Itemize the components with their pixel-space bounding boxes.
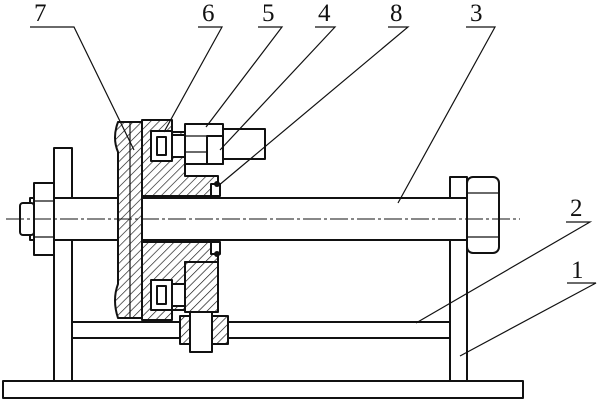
label-8: 8 <box>390 0 403 27</box>
label-1: 1 <box>571 257 584 284</box>
label-3: 3 <box>470 0 483 27</box>
leader-lines <box>30 26 597 357</box>
lower-bolt <box>150 261 219 313</box>
wheel-rim <box>114 121 143 319</box>
lower-rod <box>71 321 451 339</box>
label-6: 6 <box>202 0 215 27</box>
bearing-seal <box>210 181 221 257</box>
right-nut <box>466 176 500 254</box>
label-7: 7 <box>34 0 47 27</box>
label-5: 5 <box>262 0 275 27</box>
upper-bolt <box>150 123 266 165</box>
label-4: 4 <box>318 0 331 27</box>
label-2: 2 <box>570 195 583 222</box>
part-labels: 7 6 5 4 8 3 2 1 <box>34 0 584 284</box>
left-upright <box>53 147 73 382</box>
rod-clamp <box>179 311 229 353</box>
base-plate <box>2 380 524 399</box>
